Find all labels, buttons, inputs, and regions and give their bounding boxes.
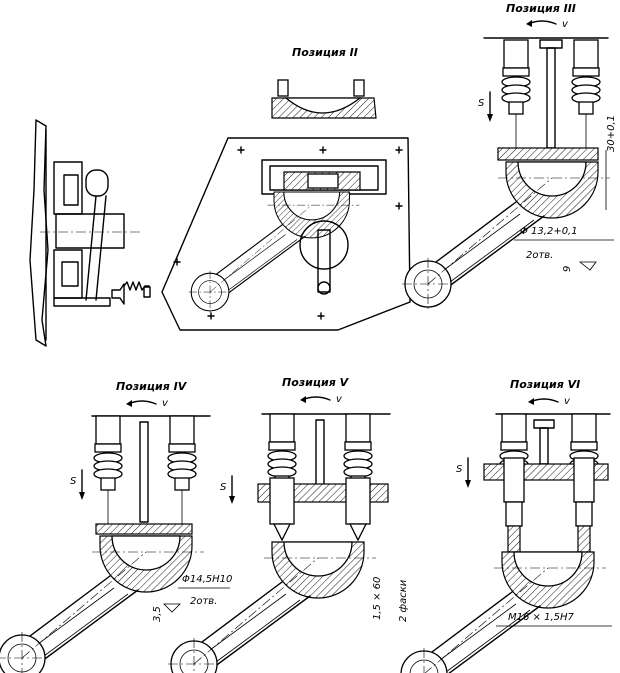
position-6: Позиция VI v S M16 × 1,5H7 [397, 378, 612, 673]
caption-position-6: Позиция VI [510, 378, 580, 391]
caption-position-3: Позиция III [506, 2, 576, 15]
fixture-side-view [29, 119, 151, 347]
feed-label-6: S [456, 464, 463, 475]
dim-9: 9 [562, 266, 573, 272]
dim-chamfer: 1,5 × 60 [372, 577, 383, 620]
caption-position-5: Позиция V [282, 376, 350, 389]
feed-label-4: S [70, 476, 77, 487]
caption-position-2: Позиция II [292, 46, 358, 59]
feed-label-5: S [220, 482, 227, 493]
dim-2chamfers: 2 фаски [398, 579, 409, 622]
feed-label-3: S [478, 98, 485, 109]
dim-3-5: 3,5 [152, 606, 163, 622]
caption-position-4: Позиция IV [116, 380, 188, 393]
rotation-label-3: v [562, 19, 569, 30]
position-5: Позиция V v S 1,5 × 60 2 фаски [167, 376, 409, 673]
position-4: Позиция IV v S Φ14,5H10 2отв. 3,5 [0, 380, 232, 673]
dim-d13: Φ 13,2+0,1 [520, 226, 578, 237]
rotation-label-5: v [336, 394, 343, 405]
rotation-label-4: v [162, 398, 169, 409]
dim-2holes-3: 2отв. [526, 250, 553, 261]
dim-30: 30+0,1 [606, 115, 617, 152]
rotation-label-6: v [564, 396, 571, 407]
position-3: Позиция III v S 30+0,1 Φ 13,2+0,1 2отв. … [401, 2, 617, 311]
position-2: Позиция II [161, 46, 411, 331]
dim-2holes-4: 2отв. [190, 596, 217, 607]
dim-d14: Φ14,5H10 [182, 574, 232, 585]
dim-thread: M16 × 1,5H7 [508, 612, 575, 623]
